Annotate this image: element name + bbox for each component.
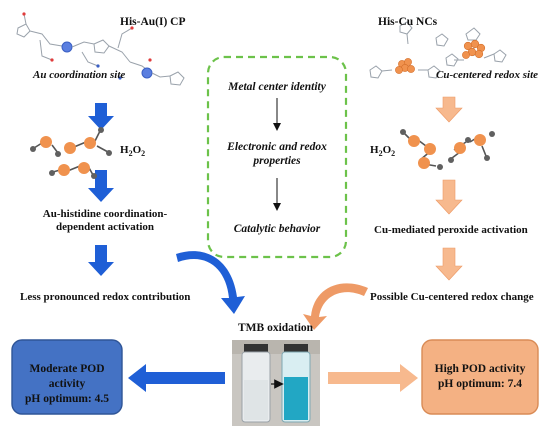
high-activity-box [421,339,539,415]
au-activation-text: Au-histidine coordination-dependent acti… [42,208,168,234]
cu-activation-text: Cu-mediated peroxide activation [374,224,528,236]
right-flow-arrows [435,96,463,281]
left-peroxide-icon [30,127,112,179]
high-activity-line: High POD activity [434,363,526,375]
arrow-to-moderate [128,364,225,392]
moderate-activity-line: Moderate POD activity [29,363,105,390]
mechanism-box [206,55,348,259]
cu-nanocluster-icon [369,21,507,79]
au-coordination-molecule-icon [16,13,185,86]
tmb-vials-photo [232,340,320,426]
mechanism-step-2: Electronic and redox properties [227,141,327,168]
au-molecule-atoms [22,12,152,80]
cu-title: His-Cu NCs [378,16,438,28]
high-ph-line: pH optimum: 7.4 [437,377,523,390]
moderate-activity-box [11,339,123,415]
right-curved-arrow [303,283,368,330]
arrow-to-high [328,364,418,392]
mechanism-step-3: Catalytic behavior [233,223,321,235]
high-activity-text: High POD activity pH optimum: 7.4 [422,362,538,392]
left-curved-arrow [176,251,245,314]
cu-redox-text: Possible Cu-centered redox change [370,291,534,303]
right-peroxide-icon [400,129,495,170]
left-flow-arrows [88,103,114,276]
moderate-activity-text: Moderate POD activity pH optimum: 4.5 [12,362,122,407]
left-h2o2-label: H2O2 [120,144,146,158]
au-redox-text: Less pronounced redox contribution [20,291,191,303]
mechanism-step-1: Metal center identity [228,81,326,93]
au-title: His-Au(I) CP [120,16,186,28]
cu-site-label: Cu-centered redox site [436,69,539,81]
au-site-label: Au coordination site [33,69,126,81]
tmb-oxidation-label: TMB oxidation [238,322,314,334]
right-h2o2-label: H2O2 [370,144,396,158]
moderate-ph-line: pH optimum: 4.5 [24,392,110,405]
